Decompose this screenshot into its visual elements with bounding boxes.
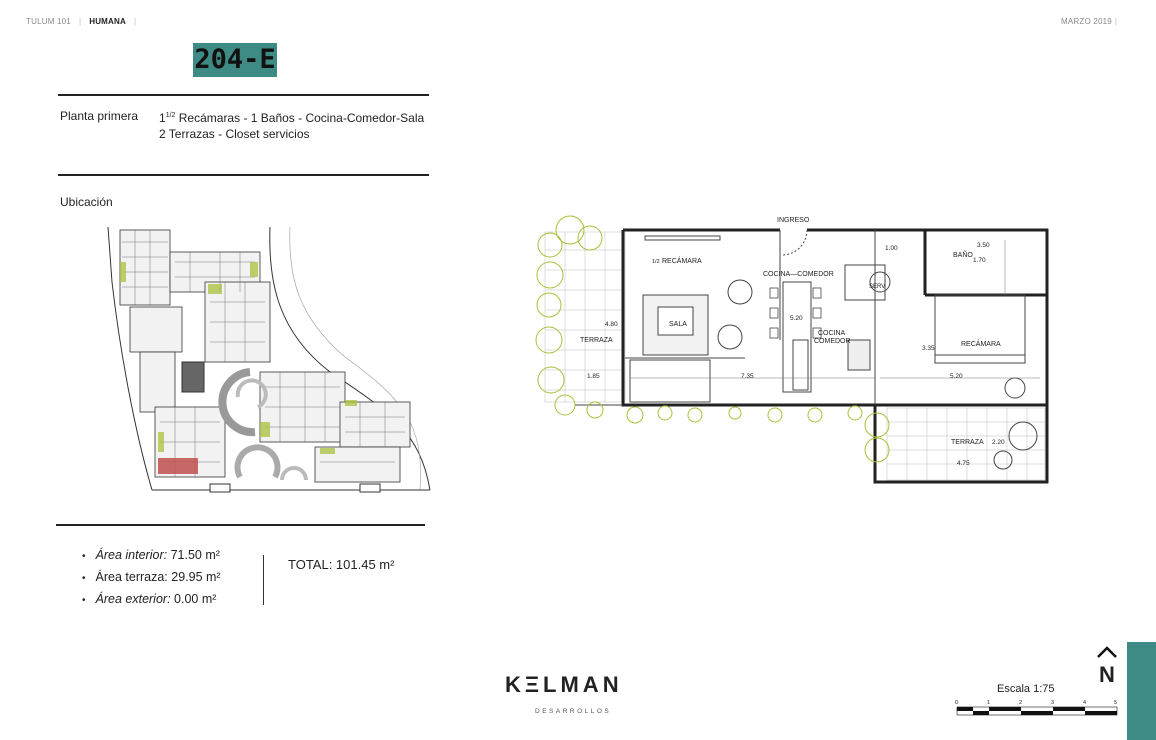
dim-5-20-kitchen: 5.20 [790,315,803,322]
dim-5-20-bedroom: 5.20 [950,373,963,380]
north-letter: N [1099,662,1115,687]
scale-tick-4: 4 [1083,700,1086,706]
scale-tick-2: 2 [1019,700,1022,706]
dim-1-70: 1.70 [973,257,986,264]
dim-4-80: 4.80 [605,321,618,328]
scale-tick-3: 3 [1051,700,1054,706]
north-arrow-icon [1097,646,1117,658]
divider-bottom [56,524,425,526]
label-half-frac: 1/2 [652,259,660,265]
label-cocina-comedor: COCINA—COMEDOR [763,271,834,278]
area-separator [263,555,264,605]
dim-3-50: 3.50 [977,242,990,249]
area-exterior: Área exterior: 0.00 m² [82,589,221,611]
label-ingreso: INGRESO [777,217,810,224]
brand-logo: KΞLMAN [505,672,623,697]
label-cocina: COCINA [818,330,846,337]
unit-location-highlight [158,458,198,474]
scale-label: Escala 1:75 [997,683,1055,695]
area-interior: Área interior: 71.50 m² [82,545,221,567]
floor-label: Planta primera [60,109,139,123]
document-date: MARZO 2019| [1061,17,1118,26]
scale-bar: 0 1 2 3 4 5 [955,700,1118,716]
unit-code-badge: 204-E [193,43,277,77]
scale-tick-1: 1 [987,700,990,706]
dim-1-85: 1.85 [587,373,600,380]
location-label: Ubicación [60,195,113,209]
breadcrumb: TULUM 101|HUMANA| [26,17,137,26]
divider-middle [58,174,429,176]
project-name: TULUM 101 [26,17,71,26]
scale-tick-5: 5 [1114,700,1117,706]
brand-subtitle: DESARROLLOS [535,708,612,715]
label-bano: BAÑO [953,250,973,259]
label-terraza-left: TERRAZA [580,337,613,344]
north-indicator: N [1095,645,1119,686]
dim-2-20: 2.20 [992,439,1005,446]
dim-3-35: 3.35 [922,345,935,352]
label-terraza-right: TERRAZA [951,439,984,446]
area-terrace: Área terraza: 29.95 m² [82,567,221,589]
dim-7-35: 7.35 [741,373,754,380]
total-area: TOTAL: 101.45 m² [288,557,395,572]
label-serv: SERV [869,284,885,290]
label-sala: SALA [669,321,687,328]
divider-top [58,94,429,96]
unit-description: 11/2 Recámaras - 1 Baños - Cocina-Comedo… [159,111,425,141]
floor-plan: INGRESO 1/2 RECÁMARA COCINA—COMEDOR BAÑO… [535,215,1049,484]
side-accent-tab [1127,642,1156,740]
area-list: Área interior: 71.50 m² Área terraza: 29… [82,545,221,611]
dim-4-75: 4.75 [957,460,970,467]
dim-1-00: 1.00 [885,245,898,252]
label-recamara: RECÁMARA [961,339,1001,348]
label-half-bedroom: RECÁMARA [662,256,702,265]
building-name: HUMANA [89,17,126,26]
label-comedor: COMEDOR [814,338,851,345]
site-location-map [107,226,431,493]
scale-tick-0: 0 [955,700,958,706]
